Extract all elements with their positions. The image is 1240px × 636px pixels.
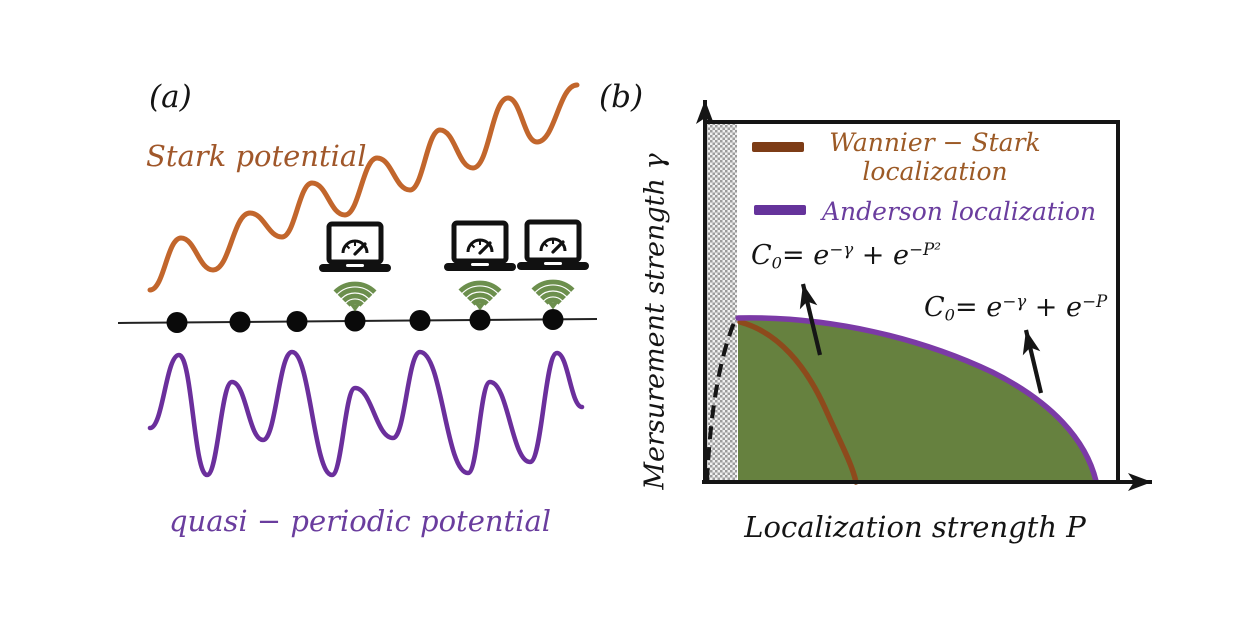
x-axis-label: Localization strength P [744,510,1086,544]
measurement-device-3 [517,222,589,310]
panel-b-drawing [696,100,1152,491]
formula-exponent: −P [1082,291,1108,311]
formula-wannier-stark: C0= e−γ + e−P² [751,239,941,273]
panel-a-label: (a) [149,79,192,115]
y-axis-label: Mersurement strength γ [639,153,671,490]
lattice-site [469,309,491,331]
lattice-site [286,311,308,332]
lattice-site [344,310,366,332]
lattice-site [166,312,188,333]
lattice [117,309,598,333]
annotation-arrow-wannier-stark [799,283,823,356]
quasi-periodic-label: quasi − periodic potential [168,504,552,538]
panel-a-drawing [117,82,598,478]
measurement-device-1 [319,224,391,312]
lattice-site [542,309,564,330]
formula-plus: + [1026,292,1067,324]
formula-anderson: C0= e−γ + e−P [924,291,1107,325]
formula-e: e [893,240,909,272]
formula-var: C [924,292,945,324]
wannier-stark-boundary-curve [737,319,859,485]
measurement-device-2 [444,223,516,311]
legend-swatch-wannier-stark [752,142,804,152]
legend-label-anderson: Anderson localization [822,197,1097,226]
hatched-strip [707,124,737,481]
formula-e: e [813,240,830,272]
dashed-boundary-curve [705,317,738,482]
formula-exponent: −γ [1002,291,1027,311]
formula-equals: = [954,292,987,324]
legend-label-wannier-stark-line2: localization [862,157,1008,186]
legend-label-wannier-stark-line1: Wannier − Stark [829,128,1041,157]
formula-equals: = [781,240,814,272]
plot-box [705,120,1120,482]
formula-subscript: 0 [771,253,782,273]
formula-exponent: −γ [829,239,854,259]
formula-plus: + [853,240,894,272]
panel-b-label: (b) [599,79,644,115]
formula-e: e [1066,292,1082,324]
lattice-site [229,311,251,333]
formula-subscript: 0 [944,305,955,325]
formula-exponent: −P² [909,239,941,259]
legend-label-wannier-stark: Wannier − Stark localization [815,128,1055,186]
quasi-periodic-curve [147,349,585,478]
formula-e: e [986,292,1003,324]
legend-swatch-anderson [754,205,806,215]
lattice-site [409,310,431,331]
stark-potential-label: Stark potential [146,139,367,173]
stark-potential-curve [147,82,580,293]
annotation-arrow-anderson [1022,329,1044,394]
localized-region [738,317,1096,481]
formula-var: C [751,240,772,272]
